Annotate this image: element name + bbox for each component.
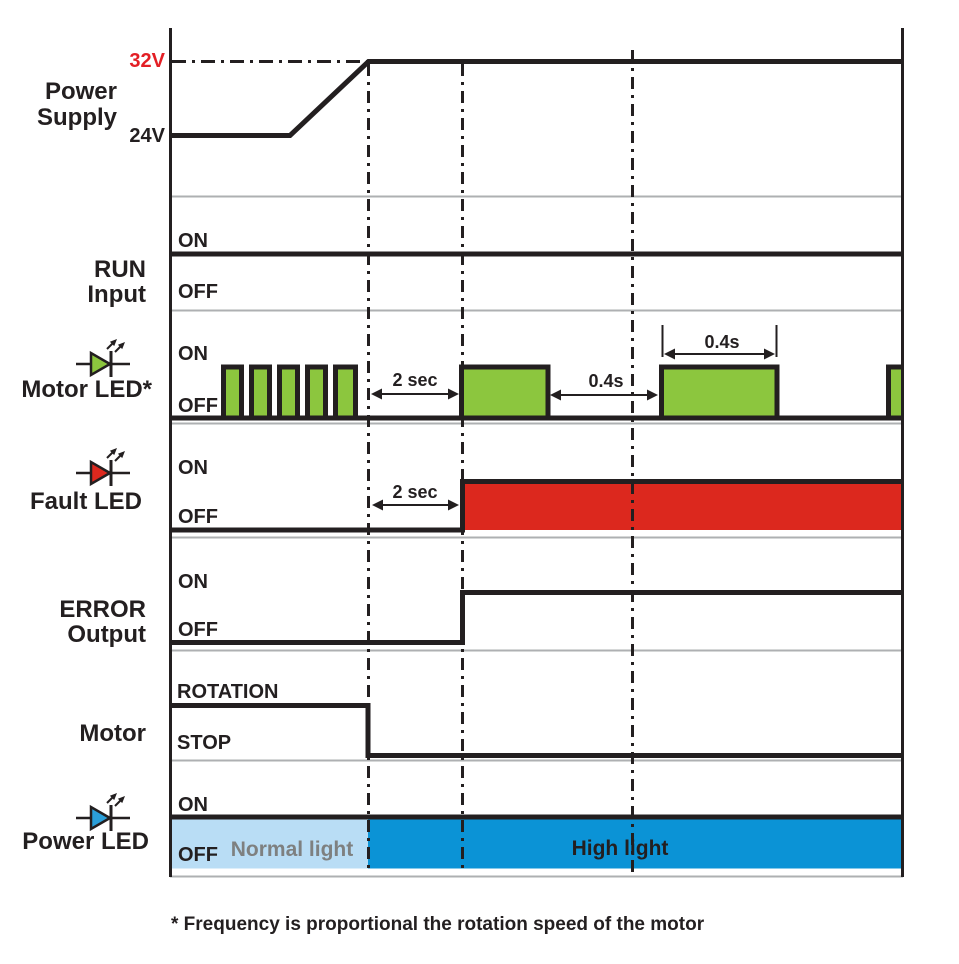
row-label-line: RUN <box>94 256 146 283</box>
level-label-motorled-on: ON <box>178 343 208 365</box>
motor-led-pulse <box>251 367 270 416</box>
level-label-stop: STOP <box>177 732 232 754</box>
motor-led-pulse <box>335 367 356 416</box>
fault-led-on-block <box>462 481 903 530</box>
power-led-icon <box>76 793 130 832</box>
motor-led-pulse-outline <box>277 364 300 418</box>
annotation-2sec-faultled: 2 sec <box>392 482 438 502</box>
row-label-line: ERROR <box>59 596 146 623</box>
level-label-motorled-off: OFF <box>178 395 218 417</box>
level-label-run-off: OFF <box>178 281 218 303</box>
level-label-error-on: ON <box>178 571 208 593</box>
row-label-run-input: RUN Input <box>40 257 146 307</box>
signal-traces <box>170 59 903 820</box>
motor-led-pulse <box>661 367 777 416</box>
motor-led-pulse-outline <box>333 364 358 418</box>
motor-led-pulse-outline <box>249 364 272 418</box>
fault-led-icon <box>76 448 130 487</box>
normal-light-label: Normal light <box>230 838 354 861</box>
row-label-line: Input <box>87 281 146 308</box>
motor-led-pulse <box>279 367 298 416</box>
annotation-2sec-motorled: 2 sec <box>392 370 438 390</box>
level-label-run-on: ON <box>178 230 208 252</box>
motor-led-pulse-outline <box>305 364 328 418</box>
row-label-error-output: ERROR Output <box>18 597 146 647</box>
power-led-high-band <box>368 819 902 869</box>
footnote: * Frequency is proportional the rotation… <box>171 914 705 935</box>
motor-led-pulse <box>461 367 548 416</box>
annotation-04s-off: 0.4s <box>588 371 624 391</box>
level-label-powerled-on: ON <box>178 794 208 816</box>
row-label-line: Output <box>67 621 146 648</box>
dimension-arrows <box>371 325 778 511</box>
signal-fills <box>171 367 903 869</box>
motor-led-icon <box>76 339 130 378</box>
motor-led-pulse <box>888 367 903 416</box>
row-separators <box>170 195 903 878</box>
motor-led-pulse-outline <box>221 364 244 418</box>
motor-trace <box>170 703 903 758</box>
level-label-32v: 32V <box>129 50 165 72</box>
fault-led-trace <box>170 479 903 533</box>
row-label-motor-led: Motor LED* <box>21 376 152 403</box>
motor-led-pulse-outline <box>459 364 551 418</box>
row-label-power-led: Power LED <box>22 828 149 855</box>
level-label-24v: 24V <box>129 125 165 147</box>
row-label-motor: Motor <box>79 720 146 747</box>
row-label-power-supply: Power Supply <box>18 79 117 131</box>
level-label-faultled-on: ON <box>178 457 208 479</box>
level-label-faultled-off: OFF <box>178 506 218 528</box>
row-label-line: Power <box>44 78 117 105</box>
row-label-fault-led: Fault LED <box>30 488 142 515</box>
power-led-normal-band <box>171 819 368 869</box>
row-label-line: Supply <box>36 104 117 131</box>
level-label-error-off: OFF <box>178 619 218 641</box>
power-supply-trace <box>170 59 903 138</box>
level-label-rotation: ROTATION <box>177 681 279 703</box>
annotation-04s-on: 0.4s <box>704 332 740 352</box>
motor-led-pulse-outline <box>886 364 903 418</box>
time-reference-lines <box>367 50 634 872</box>
motor-led-pulse <box>307 367 326 416</box>
chart-frame <box>169 28 904 877</box>
level-label-powerled-off: OFF <box>178 844 218 866</box>
motor-led-pulse <box>223 367 242 416</box>
motor-led-pulse-outline <box>659 364 780 418</box>
high-light-label: High light <box>571 837 669 860</box>
error-output-trace <box>170 590 903 645</box>
